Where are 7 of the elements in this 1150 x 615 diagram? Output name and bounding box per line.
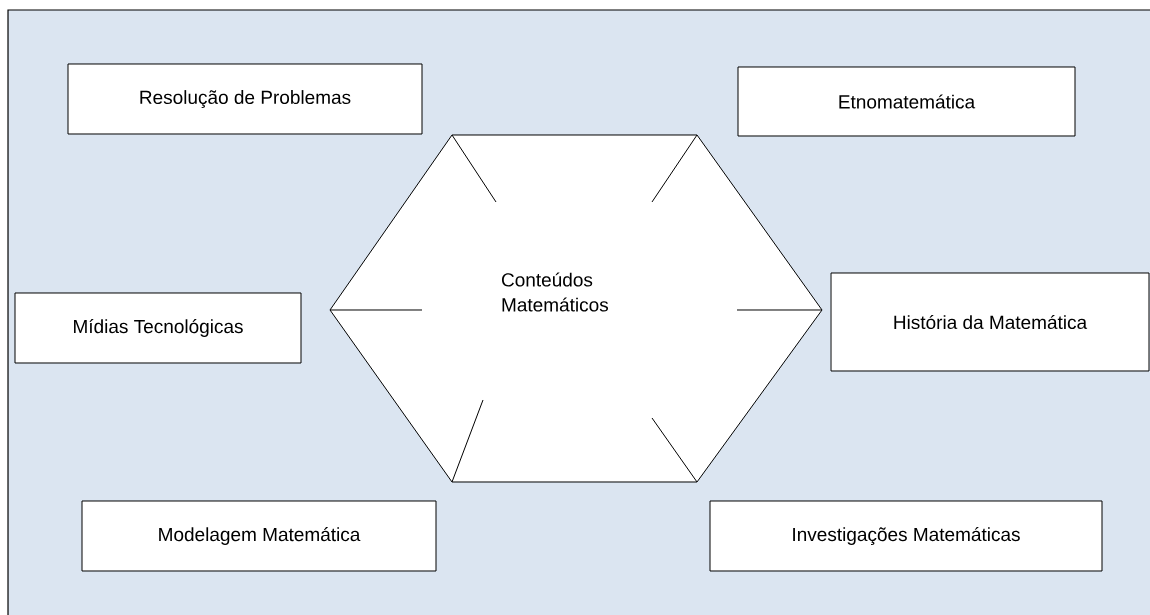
text-box: Etnomatemática <box>737 66 1076 137</box>
text-box: História da Matemática <box>830 272 1150 372</box>
text-box: Investigações Matemáticas <box>709 500 1103 572</box>
hexagon: Conteúdos Matemáticos <box>329 134 823 483</box>
text-box: Resolução de Problemas <box>67 63 423 135</box>
text-box: Mídias Tecnológicas <box>14 292 302 364</box>
text-box: Modelagem Matemática <box>81 500 437 572</box>
